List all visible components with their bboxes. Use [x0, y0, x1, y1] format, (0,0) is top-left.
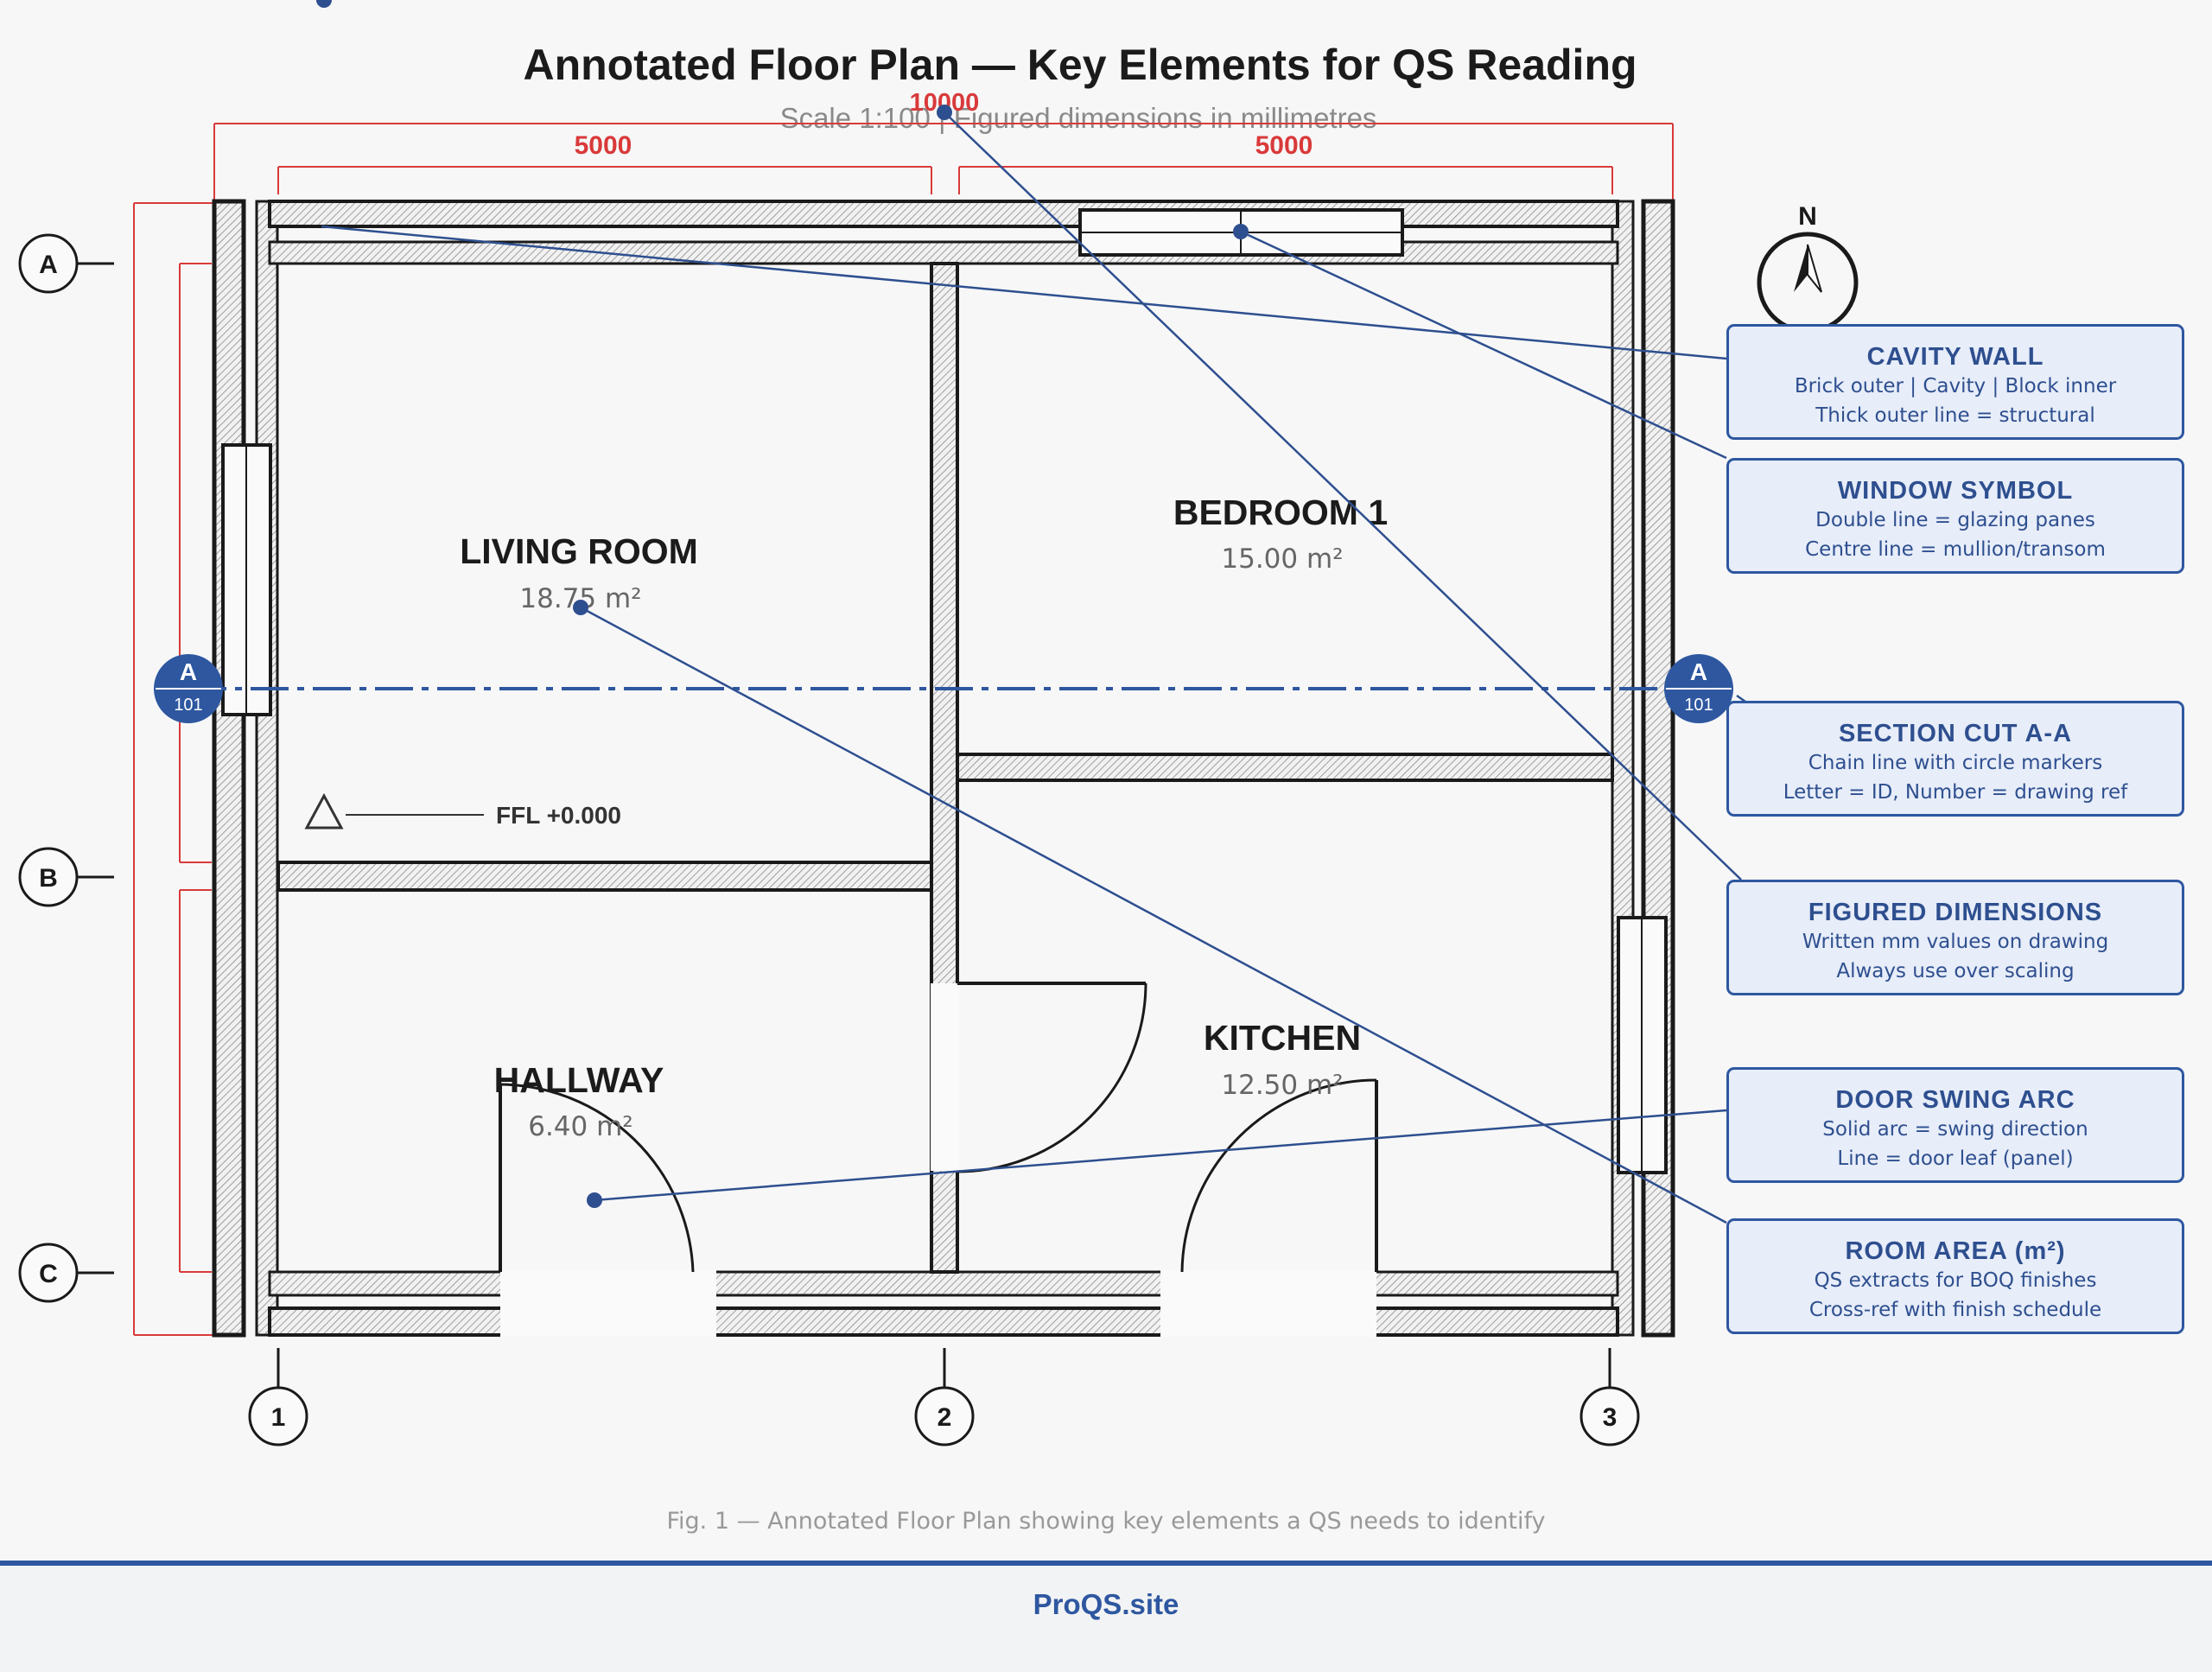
section-letter-left: A — [180, 658, 197, 685]
room-area-kitchen: 12.50 m² — [1221, 1070, 1343, 1101]
outer-wall-bottom — [268, 1306, 1619, 1337]
outer-wall-top — [268, 200, 1619, 228]
callout-title: WINDOW SYMBOL — [1837, 477, 2074, 505]
room-name-hallway: HALLWAY — [494, 1060, 664, 1100]
callout-line: Chain line with circle markers — [1808, 752, 2103, 774]
callout-line: Brick outer | Cavity | Block inner — [1794, 375, 2117, 397]
callout-line: Line = door leaf (panel) — [1837, 1148, 2074, 1170]
room-name-bedroom: BEDROOM 1 — [1173, 493, 1388, 532]
callout-room-area: ROOM AREA (m²) QS extracts for BOQ finis… — [1726, 1218, 2184, 1334]
callout-section-cut: SECTION CUT A-A Chain line with circle m… — [1726, 701, 2184, 817]
inner-wall-bottom — [268, 1270, 1619, 1297]
callout-line: Centre line = mullion/transom — [1805, 538, 2106, 561]
brand-link[interactable]: ProQS.site — [1033, 1588, 1179, 1620]
callout-title: ROOM AREA (m²) — [1845, 1237, 2066, 1265]
callout-line: QS extracts for BOQ finishes — [1814, 1269, 2097, 1292]
room-area-hallway: 6.40 m² — [528, 1111, 633, 1142]
page-subtitle: Scale 1:100 | Figured dimensions in mill… — [780, 102, 1377, 134]
grid-row-c: C — [39, 1260, 58, 1288]
grid-row-markers — [18, 233, 114, 1303]
left-bay-dimension: 5000 — [575, 131, 632, 160]
vertical-dimensions — [133, 202, 214, 1336]
section-ref-right: 101 — [1684, 696, 1713, 715]
leader-lines — [321, 111, 1746, 1224]
grid-col-3: 3 — [1603, 1403, 1618, 1432]
grid-col-2: 2 — [938, 1403, 952, 1432]
door-hallway — [499, 1083, 695, 1273]
door-kitchen — [1180, 1078, 1378, 1273]
partition-bed-kitchen — [956, 753, 1614, 782]
callout-line: Thick outer line = structural — [1815, 404, 2095, 427]
door-openings — [500, 983, 1376, 1337]
footer — [0, 1566, 2212, 1672]
callout-cavity-wall: CAVITY WALL Brick outer | Cavity | Block… — [1726, 324, 2184, 440]
grid-col-1: 1 — [271, 1403, 286, 1432]
overall-dimension — [213, 123, 1674, 203]
section-marker-right: A 101 — [1664, 654, 1733, 723]
callout-title: CAVITY WALL — [1866, 343, 2044, 371]
callout-line: Solid arc = swing direction — [1822, 1118, 2088, 1141]
partition-living-hall — [276, 861, 933, 892]
inner-wall-left — [255, 200, 279, 1337]
north-arrow-icon — [1757, 232, 1859, 334]
section-marker-left: A 101 — [154, 654, 223, 723]
callout-title: DOOR SWING ARC — [1835, 1086, 2075, 1114]
callout-line: Written mm values on drawing — [1802, 931, 2109, 953]
grid-row-b: B — [39, 864, 58, 893]
window-right — [1617, 916, 1668, 1174]
level-triangle-icon — [304, 792, 344, 830]
callout-figured-dimensions: FIGURED DIMENSIONS Written mm values on … — [1726, 880, 2184, 995]
callout-door-swing: DOOR SWING ARC Solid arc = swing directi… — [1726, 1067, 2184, 1183]
inner-wall-top — [268, 240, 1619, 265]
callout-title: SECTION CUT A-A — [1838, 720, 2073, 747]
bay-dimensions — [277, 166, 1613, 194]
footer-divider — [0, 1561, 2212, 1566]
callout-line: Cross-ref with finish schedule — [1808, 1299, 2102, 1321]
north-label: N — [1798, 202, 1817, 231]
section-ref-left: 101 — [174, 696, 202, 715]
room-name-living: LIVING ROOM — [460, 531, 698, 571]
level-label: FFL +0.000 — [496, 802, 621, 829]
grid-col-markers — [248, 1348, 1640, 1446]
figure-caption: Fig. 1 — Annotated Floor Plan showing ke… — [666, 1508, 1546, 1535]
room-name-kitchen: KITCHEN — [1204, 1018, 1361, 1058]
right-bay-dimension: 5000 — [1255, 131, 1313, 160]
outer-wall-left — [212, 199, 246, 1338]
callout-line: Double line = glazing panes — [1815, 509, 2095, 531]
section-letter-right: A — [1690, 658, 1707, 685]
room-area-bedroom: 15.00 m² — [1221, 544, 1343, 575]
grid-row-a: A — [39, 251, 58, 279]
leader-dots — [316, 0, 1249, 1208]
window-left — [221, 443, 272, 716]
callout-title: FIGURED DIMENSIONS — [1808, 899, 2103, 926]
door-bed-kitchen — [957, 982, 1147, 1173]
level-marker: FFL +0.000 — [304, 792, 621, 830]
callout-window-symbol: WINDOW SYMBOL Double line = glazing pane… — [1726, 458, 2184, 574]
page-title: Annotated Floor Plan — Key Elements for … — [523, 41, 1637, 89]
callout-line: Letter = ID, Number = drawing ref — [1783, 781, 2128, 804]
callout-line: Always use over scaling — [1836, 960, 2075, 982]
